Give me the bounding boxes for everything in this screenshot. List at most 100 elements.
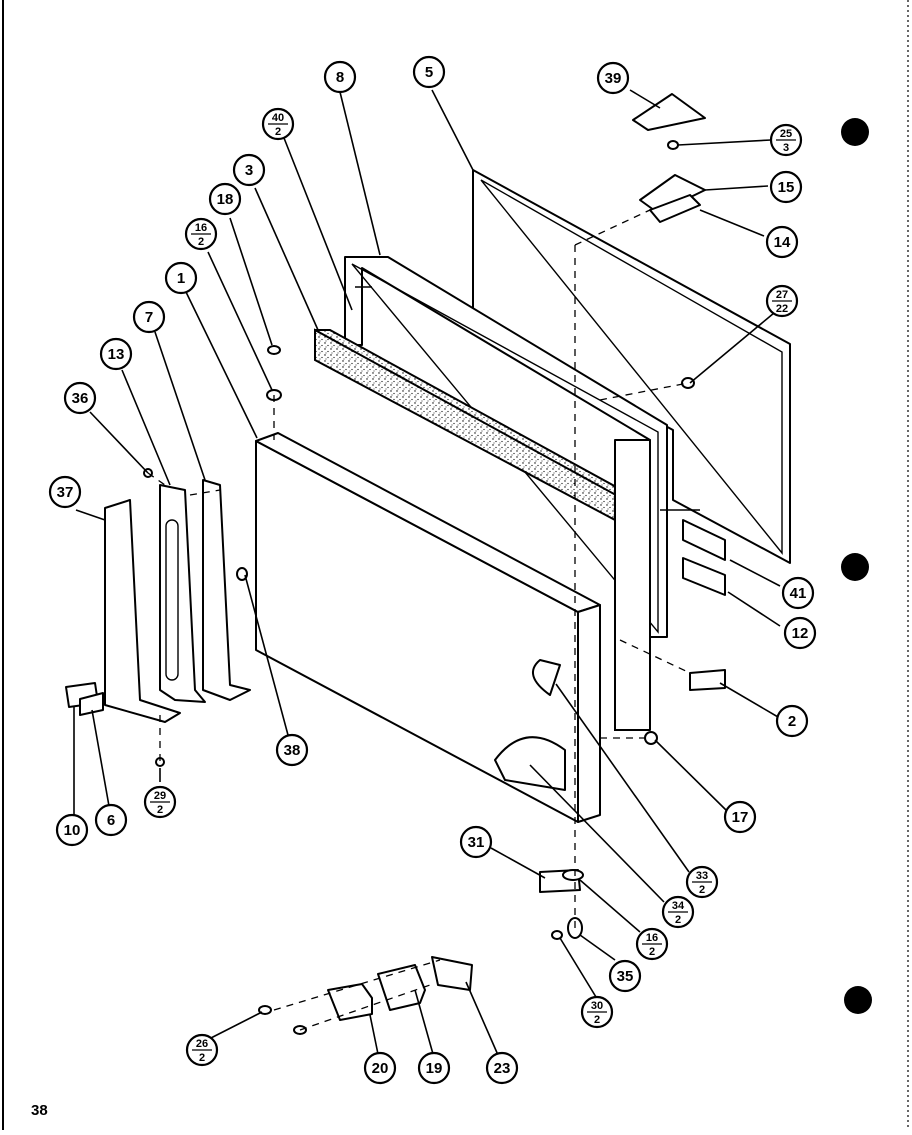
svg-text:16: 16 bbox=[195, 222, 207, 234]
callout-39: 39 bbox=[596, 61, 630, 95]
hinge-bracket-2 bbox=[689, 669, 726, 691]
side-bracket-37 bbox=[104, 499, 181, 723]
side-bracket-7 bbox=[202, 479, 251, 701]
callout-14: 14 bbox=[765, 225, 799, 259]
page-number: 38 bbox=[31, 1102, 48, 1119]
svg-text:3: 3 bbox=[245, 162, 253, 179]
svg-text:2: 2 bbox=[649, 946, 655, 958]
side-bracket-13 bbox=[159, 484, 206, 703]
svg-text:37: 37 bbox=[57, 484, 74, 501]
callout-36: 36 bbox=[63, 381, 97, 415]
callout-fraction-16-2-upper: 162 bbox=[184, 217, 218, 251]
callout-20: 20 bbox=[363, 1051, 397, 1085]
svg-text:39: 39 bbox=[605, 70, 622, 87]
svg-text:2: 2 bbox=[198, 236, 204, 248]
callout-17: 17 bbox=[723, 800, 757, 834]
svg-text:5: 5 bbox=[425, 64, 433, 81]
callout-35: 35 bbox=[608, 959, 642, 993]
top-hinge-cover-39 bbox=[632, 93, 706, 131]
callout-fraction-26-2: 262 bbox=[185, 1033, 219, 1067]
svg-text:40: 40 bbox=[272, 112, 284, 124]
callout-fraction-34-2: 342 bbox=[661, 895, 695, 929]
assembly-dashed-lines bbox=[147, 209, 691, 1031]
svg-text:2: 2 bbox=[699, 884, 705, 896]
svg-text:34: 34 bbox=[672, 900, 685, 912]
svg-text:26: 26 bbox=[196, 1038, 208, 1050]
top-hinge-bracket-14 bbox=[649, 194, 701, 223]
svg-text:2: 2 bbox=[275, 126, 281, 138]
callout-fraction-25-3: 253 bbox=[769, 123, 803, 157]
svg-text:41: 41 bbox=[790, 585, 807, 602]
svg-text:1: 1 bbox=[177, 270, 185, 287]
svg-text:20: 20 bbox=[372, 1060, 389, 1077]
svg-text:19: 19 bbox=[426, 1060, 443, 1077]
callout-fraction-30-2: 302 bbox=[580, 995, 614, 1029]
callout-31: 31 bbox=[459, 825, 493, 859]
svg-text:35: 35 bbox=[617, 968, 634, 985]
callout-8: 8 bbox=[323, 60, 357, 94]
fastener-screws bbox=[143, 140, 695, 1035]
svg-text:23: 23 bbox=[494, 1060, 511, 1077]
svg-text:2: 2 bbox=[675, 914, 681, 926]
svg-text:12: 12 bbox=[792, 625, 809, 642]
binder-hole bbox=[841, 553, 869, 581]
bracket-20 bbox=[327, 983, 373, 1021]
svg-text:38: 38 bbox=[284, 742, 301, 759]
svg-text:2: 2 bbox=[594, 1014, 600, 1026]
svg-text:36: 36 bbox=[72, 390, 89, 407]
callout-10: 10 bbox=[55, 813, 89, 847]
callout-41: 41 bbox=[781, 576, 815, 610]
svg-text:25: 25 bbox=[780, 128, 792, 140]
callout-leaders bbox=[73, 89, 781, 1056]
callout-38: 38 bbox=[275, 733, 309, 767]
svg-text:22: 22 bbox=[776, 303, 788, 315]
svg-text:10: 10 bbox=[64, 822, 81, 839]
svg-text:2: 2 bbox=[199, 1052, 205, 1064]
svg-text:33: 33 bbox=[696, 870, 708, 882]
bracket-6 bbox=[79, 692, 104, 716]
svg-text:7: 7 bbox=[145, 309, 153, 326]
callout-12: 12 bbox=[783, 616, 817, 650]
callout-fraction-29-2: 292 bbox=[143, 785, 177, 819]
svg-text:30: 30 bbox=[591, 1000, 603, 1012]
svg-text:15: 15 bbox=[778, 179, 795, 196]
callout-fraction-33-2: 332 bbox=[685, 865, 719, 899]
svg-text:13: 13 bbox=[108, 346, 125, 363]
svg-text:2: 2 bbox=[788, 713, 796, 730]
callout-13: 13 bbox=[99, 337, 133, 371]
callout-5: 5 bbox=[412, 55, 446, 89]
svg-text:6: 6 bbox=[107, 812, 115, 829]
callout-fraction-40-2: 402 bbox=[261, 107, 295, 141]
svg-text:17: 17 bbox=[732, 809, 749, 826]
svg-text:16: 16 bbox=[646, 932, 658, 944]
svg-text:18: 18 bbox=[217, 191, 234, 208]
callout-1: 1 bbox=[164, 261, 198, 295]
svg-text:2: 2 bbox=[157, 804, 163, 816]
binder-hole bbox=[844, 986, 872, 1014]
callout-19: 19 bbox=[417, 1051, 451, 1085]
svg-text:31: 31 bbox=[468, 834, 485, 851]
callout-2: 2 bbox=[775, 704, 809, 738]
bracket-23 bbox=[431, 956, 473, 991]
svg-text:29: 29 bbox=[154, 790, 166, 802]
callout-15: 15 bbox=[769, 170, 803, 204]
door-insulation-foam bbox=[314, 328, 651, 731]
callout-37: 37 bbox=[48, 475, 82, 509]
hinge-pin-35 bbox=[567, 917, 583, 939]
callout-23: 23 bbox=[485, 1051, 519, 1085]
shelf-rail-assembly bbox=[660, 509, 726, 596]
svg-text:8: 8 bbox=[336, 69, 344, 86]
bottom-hinge-washer bbox=[562, 869, 584, 881]
svg-text:27: 27 bbox=[776, 289, 788, 301]
callout-3: 3 bbox=[232, 153, 266, 187]
svg-text:3: 3 bbox=[783, 142, 789, 154]
svg-text:14: 14 bbox=[774, 234, 791, 251]
binder-hole bbox=[841, 118, 869, 146]
callout-fraction-16-2-lower: 162 bbox=[635, 927, 669, 961]
outer-door-panel bbox=[255, 432, 601, 823]
callout-6: 6 bbox=[94, 803, 128, 837]
callout-18: 18 bbox=[208, 182, 242, 216]
